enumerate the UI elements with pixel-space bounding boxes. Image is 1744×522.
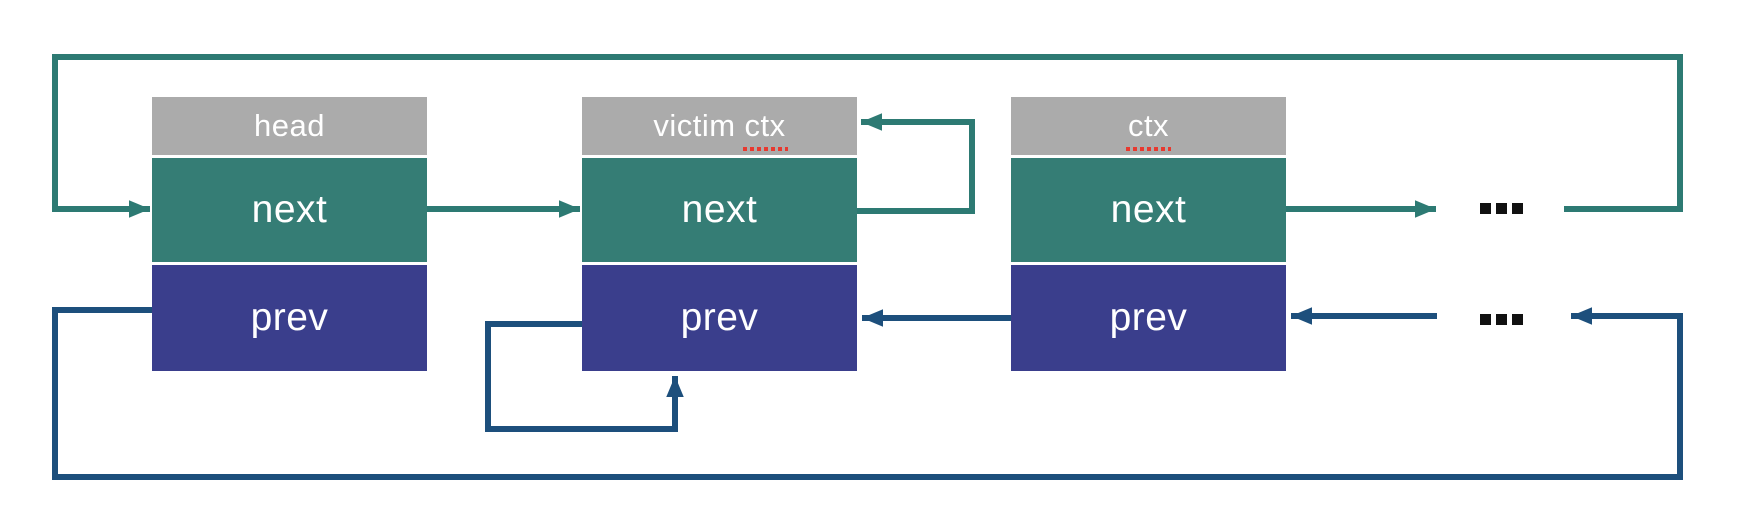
next-field-label: next [681,188,758,231]
node-victim-ctx-prev-field: prev [582,265,857,371]
ellipsis-dot [1496,314,1507,325]
node-head: head next prev [152,97,427,371]
ellipsis-bottom [1480,314,1523,325]
prev-field-label: prev [1109,296,1188,339]
node-ctx: ctx next prev [1011,97,1286,371]
node-head-prev-field: prev [152,265,427,371]
node-victim-ctx-next-field: next [582,158,857,262]
node-ctx-title-misspelled: ctx [1125,108,1172,151]
next-field-label: next [1110,188,1187,231]
node-ctx-title: ctx [1011,97,1286,155]
node-victim-ctx-title: victim ctx [582,97,857,155]
node-head-title-text: head [254,108,325,143]
ellipsis-dot [1512,314,1523,325]
wire-victim-prev-self-loop [485,321,684,432]
wire-head-prev-cycle-to-rest [52,307,1683,480]
node-victim-ctx: victim ctx next prev [582,97,857,371]
ellipsis-dot [1480,314,1491,325]
node-victim-ctx-title-misspelled: ctx [742,108,788,151]
node-head-next-field: next [152,158,427,262]
node-ctx-prev-field: prev [1011,265,1286,371]
prev-field-label: prev [250,296,329,339]
ellipsis-dot [1480,203,1491,214]
wire-next-cycle-to-head [52,54,1683,218]
ellipsis-dot [1512,203,1523,214]
node-victim-ctx-title-text: victim [653,108,736,143]
prev-field-label: prev [680,296,759,339]
ellipsis-dot [1496,203,1507,214]
node-head-title: head [152,97,427,155]
ellipsis-top [1480,203,1523,214]
wire-victim-next-self-loop [857,113,975,214]
next-field-label: next [251,188,328,231]
node-ctx-next-field: next [1011,158,1286,262]
